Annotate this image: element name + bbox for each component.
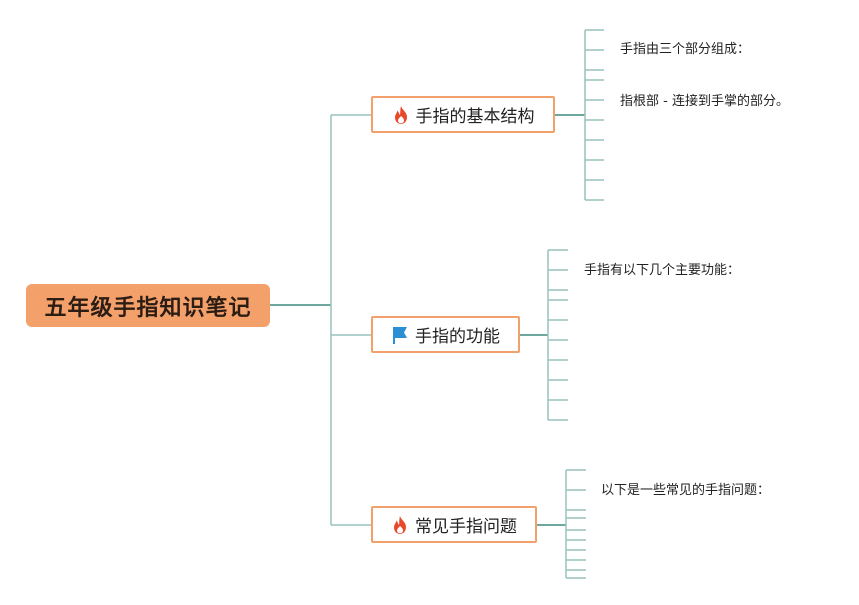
note-finger-base[interactable]: 指根部 - 连接到手掌的部分。 <box>620 94 789 109</box>
note-problems-intro[interactable]: 以下是一些常见的手指问题： <box>601 483 771 498</box>
note-functions-intro[interactable]: 手指有以下几个主要功能： <box>584 263 741 278</box>
fire-icon <box>392 105 410 125</box>
fire-icon <box>391 515 409 535</box>
topic-finger-functions[interactable]: 手指的功能 <box>371 316 520 353</box>
topic-label: 手指的功能 <box>415 327 500 347</box>
blue-flag-icon <box>391 325 409 345</box>
topic-finger-structure[interactable]: 手指的基本结构 <box>371 96 555 133</box>
topic-label: 手指的基本结构 <box>415 107 535 127</box>
topic-label: 常见手指问题 <box>415 517 517 537</box>
note-structure-intro[interactable]: 手指由三个部分组成： <box>620 42 751 57</box>
topic-common-problems[interactable]: 常见手指问题 <box>371 506 537 543</box>
root-topic[interactable]: 五年级手指知识笔记 <box>26 284 270 327</box>
